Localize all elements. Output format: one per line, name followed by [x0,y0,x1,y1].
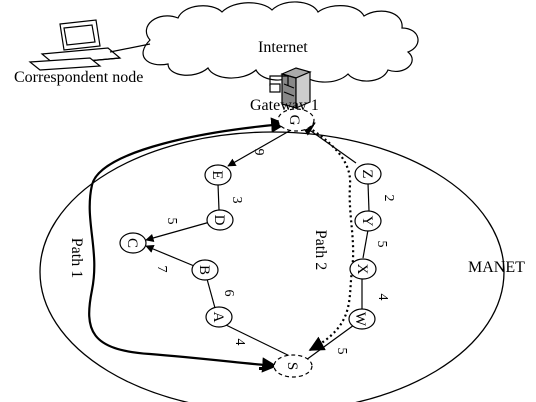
edge-weights: 9 3 5 7 6 4 5 4 5 2 [154,149,396,355]
edge-y-z [367,182,370,212]
node-y-shape [354,210,382,232]
weight-a-b: 6 [221,290,236,297]
node-c-shape [119,232,147,254]
node-w-label: W [352,312,368,327]
gateway-server-icon [280,67,312,109]
manet-region [39,131,505,402]
gateway-port [269,83,281,93]
node-e-shape [204,164,232,186]
edge-d-c [145,221,211,242]
node-s-label: S [284,362,300,370]
edge-s-w [305,324,355,361]
node-y-label: Y [359,216,375,227]
edges [145,125,370,362]
node-d-label: D [211,215,227,226]
node-z-shape [354,163,382,185]
internet-cloud [142,1,419,83]
path-1-label: Path 1 [68,238,85,278]
weight-x-y: 5 [374,241,389,248]
manet-label: MANET [468,259,525,276]
node-c-label: C [124,238,140,248]
edge-a-b [206,278,216,309]
path-2-label: Path 2 [312,230,329,270]
weight-y-z: 2 [381,195,396,202]
node-d-shape [206,209,234,231]
node-x-label: X [354,264,370,275]
weight-w-x: 4 [375,294,390,301]
path-2-curve [298,121,355,351]
node-a-shape [205,306,233,328]
node-g-label: G [286,115,302,126]
node-z-label: Z [359,169,375,178]
weight-s-w: 5 [334,348,349,355]
computer-icon [28,19,122,71]
edge-x-y [362,229,369,259]
node-s-shape [273,354,313,378]
correspondent-label: Correspondent node [14,69,143,86]
node-b-label: B [196,265,212,275]
edge-z-g [303,125,357,164]
source-marker [259,367,267,370]
gateway-uplink [269,75,289,86]
node-w-shape [348,308,376,330]
weight-e-d: 3 [229,197,244,204]
weight-d-c: 5 [164,218,179,225]
node-a-label: A [210,312,226,323]
correspondent-link [109,43,151,53]
path-1-curve [88,117,287,373]
internet-label: Internet [258,39,308,56]
node-b-shape [191,259,219,281]
weight-g-e: 9 [251,149,266,156]
edge-e-d [217,183,220,211]
weight-s-a: 4 [232,339,247,346]
nodes [119,108,382,378]
node-x-shape [349,258,377,280]
node-g-shape [277,108,315,132]
node-labels: G E D C B A S W X Y Z [124,115,375,371]
edge-b-c [145,245,200,269]
weight-b-c: 7 [154,266,169,273]
node-e-label: E [209,170,225,179]
